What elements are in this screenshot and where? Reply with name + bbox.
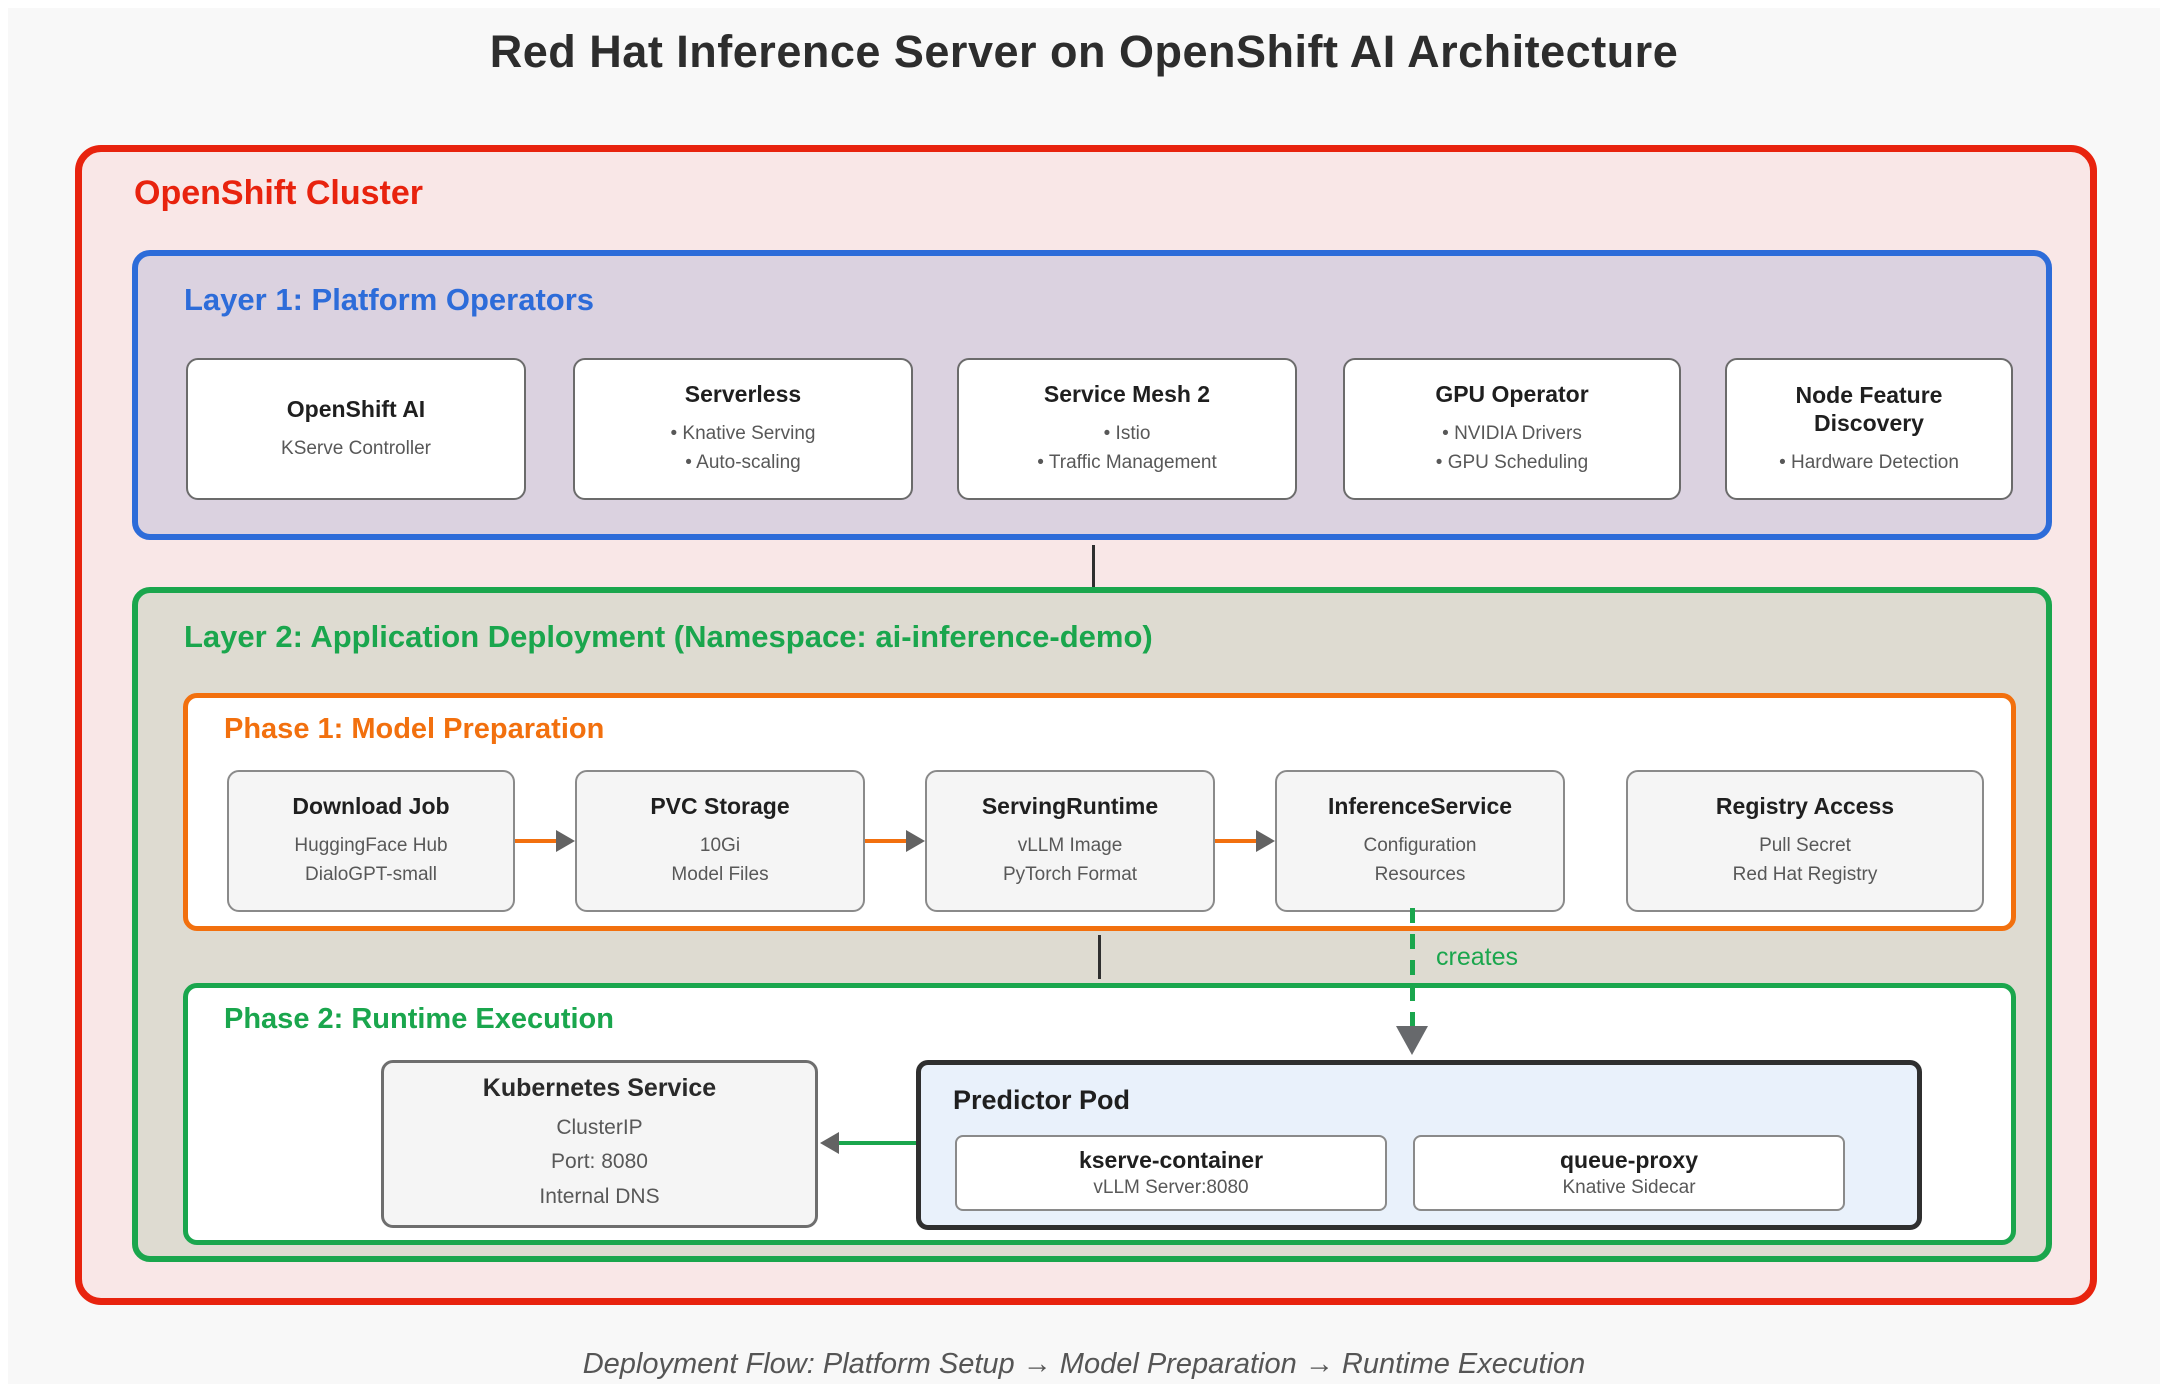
node-title: ServingRuntime bbox=[981, 793, 1159, 820]
arrow-right-icon bbox=[1215, 830, 1275, 852]
arrow-right-icon bbox=[865, 830, 925, 852]
node-predictor-pod: Predictor Pod kserve-container vLLM Serv… bbox=[916, 1060, 1922, 1230]
node-title: OpenShift AI bbox=[286, 395, 426, 422]
diagram-canvas: Red Hat Inference Server on OpenShift AI… bbox=[8, 8, 2160, 1384]
arrow-down-icon bbox=[1396, 1026, 1428, 1055]
node-line: • Auto-scaling bbox=[685, 452, 801, 474]
node-title: GPU Operator bbox=[1435, 381, 1589, 408]
predictor-pod-label: Predictor Pod bbox=[953, 1085, 1131, 1115]
creates-dashed-edge bbox=[1410, 908, 1415, 1036]
node-servingruntime: ServingRuntime vLLM Image PyTorch Format bbox=[925, 770, 1215, 912]
phase2-runtime-execution-group: Phase 2: Runtime Execution Kubernetes Se… bbox=[183, 983, 2016, 1245]
node-title: kserve-container bbox=[1078, 1147, 1264, 1173]
node-line: KServe Controller bbox=[281, 437, 431, 459]
node-line: Configuration bbox=[1363, 834, 1477, 856]
node-line: vLLM Server:8080 bbox=[1093, 1177, 1249, 1198]
openshift-cluster-label: OpenShift Cluster bbox=[134, 174, 424, 212]
layer2-application-deployment-group: Layer 2: Application Deployment (Namespa… bbox=[132, 587, 2052, 1262]
phase2-label: Phase 2: Runtime Execution bbox=[224, 1003, 614, 1035]
node-line: • NVIDIA Drivers bbox=[1442, 422, 1582, 444]
node-title: Kubernetes Service bbox=[482, 1074, 717, 1103]
layer1-label: Layer 1: Platform Operators bbox=[184, 282, 595, 317]
node-gpu-operator: GPU Operator • NVIDIA Drivers • GPU Sche… bbox=[1343, 358, 1681, 500]
phase1-model-preparation-group: Phase 1: Model Preparation Download Job … bbox=[183, 693, 2016, 931]
node-line: • Istio bbox=[1103, 422, 1151, 444]
node-download-job: Download Job HuggingFace Hub DialoGPT-sm… bbox=[227, 770, 515, 912]
node-title: Node Feature Discovery bbox=[1795, 381, 1943, 437]
node-line: • Knative Serving bbox=[670, 422, 816, 444]
node-line: Port: 8080 bbox=[551, 1150, 648, 1174]
node-line: Pull Secret bbox=[1759, 834, 1851, 856]
node-line: Red Hat Registry bbox=[1732, 864, 1878, 886]
connector-phase1-phase2 bbox=[1098, 935, 1101, 979]
node-inferenceservice: InferenceService Configuration Resources bbox=[1275, 770, 1565, 912]
node-line: • GPU Scheduling bbox=[1435, 452, 1589, 474]
node-pvc-storage: PVC Storage 10Gi Model Files bbox=[575, 770, 865, 912]
node-line: PyTorch Format bbox=[1002, 864, 1138, 886]
node-line: Resources bbox=[1374, 864, 1466, 886]
arrow-right-icon bbox=[515, 830, 575, 852]
node-kserve-container: kserve-container vLLM Server:8080 bbox=[955, 1135, 1387, 1211]
node-line: ClusterIP bbox=[556, 1116, 643, 1140]
node-title: Serverless bbox=[684, 381, 802, 408]
node-title: queue-proxy bbox=[1559, 1147, 1699, 1173]
node-kubernetes-service: Kubernetes Service ClusterIP Port: 8080 … bbox=[381, 1060, 818, 1228]
page-title: Red Hat Inference Server on OpenShift AI… bbox=[489, 26, 1679, 77]
node-title: InferenceService bbox=[1327, 793, 1513, 820]
node-line: • Hardware Detection bbox=[1779, 452, 1959, 474]
node-queue-proxy: queue-proxy Knative Sidecar bbox=[1413, 1135, 1845, 1211]
node-openshift-ai: OpenShift AI KServe Controller bbox=[186, 358, 526, 500]
node-line: DialoGPT-small bbox=[305, 864, 437, 886]
node-service-mesh-2: Service Mesh 2 • Istio • Traffic Managem… bbox=[957, 358, 1297, 500]
node-line: vLLM Image bbox=[1017, 834, 1123, 856]
phase1-label: Phase 1: Model Preparation bbox=[224, 713, 605, 745]
node-title: PVC Storage bbox=[650, 793, 790, 820]
layer1-platform-operators-group: Layer 1: Platform Operators OpenShift AI… bbox=[132, 250, 2052, 540]
node-line: Model Files bbox=[671, 864, 769, 886]
connector-layer1-layer2 bbox=[1092, 545, 1095, 587]
node-line: HuggingFace Hub bbox=[294, 834, 448, 856]
node-line: • Traffic Management bbox=[1037, 452, 1217, 474]
node-line: 10Gi bbox=[699, 834, 741, 856]
layer2-label: Layer 2: Application Deployment (Namespa… bbox=[184, 619, 1153, 654]
node-title: Service Mesh 2 bbox=[1043, 381, 1211, 408]
node-registry-access: Registry Access Pull Secret Red Hat Regi… bbox=[1626, 770, 1984, 912]
node-title: Download Job bbox=[292, 793, 450, 820]
node-title: Registry Access bbox=[1715, 793, 1895, 820]
node-line: Knative Sidecar bbox=[1562, 1177, 1696, 1198]
arrow-left-icon bbox=[820, 1132, 916, 1154]
deployment-flow-caption: Deployment Flow: Platform Setup → Model … bbox=[582, 1348, 1586, 1380]
node-node-feature-discovery: Node Feature Discovery • Hardware Detect… bbox=[1725, 358, 2013, 500]
node-line: Internal DNS bbox=[539, 1184, 660, 1208]
creates-edge-label: creates bbox=[1436, 943, 1518, 971]
openshift-cluster-group: OpenShift Cluster Layer 1: Platform Oper… bbox=[75, 145, 2097, 1305]
node-serverless: Serverless • Knative Serving • Auto-scal… bbox=[573, 358, 913, 500]
